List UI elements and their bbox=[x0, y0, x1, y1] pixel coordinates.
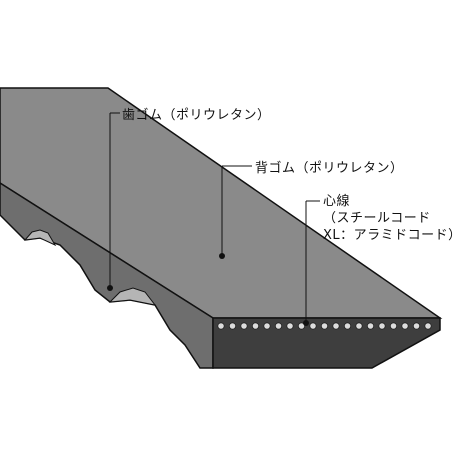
core-cord-dot bbox=[309, 322, 317, 330]
label-core-steel: （スチールコード bbox=[323, 211, 431, 226]
core-cord-dot bbox=[378, 322, 386, 330]
core-cord-dot bbox=[263, 322, 271, 330]
core-cord-dot bbox=[424, 322, 432, 330]
label-tooth-rubber: 歯ゴム（ポリウレタン） bbox=[122, 108, 271, 123]
core-cord-dot bbox=[412, 322, 421, 330]
core-cord-dot bbox=[251, 322, 260, 330]
tooth-profile bbox=[23, 229, 57, 247]
core-cord-dot bbox=[217, 322, 225, 330]
label-back-rubber: 背ゴム（ポリウレタン） bbox=[255, 161, 404, 176]
core-cord-dot bbox=[343, 322, 352, 330]
core-cords bbox=[217, 322, 432, 330]
core-cord-dot bbox=[274, 322, 283, 330]
core-cord-dot bbox=[355, 322, 363, 330]
core-cord-dot bbox=[240, 322, 248, 330]
label-core-xl: XL：アラミドコード） bbox=[323, 228, 456, 243]
leader-dot-core bbox=[303, 320, 309, 326]
leader-dot-back bbox=[219, 253, 225, 259]
core-cord-dot bbox=[297, 322, 306, 330]
core-cord-dot bbox=[286, 322, 294, 330]
core-cord-dot bbox=[332, 322, 340, 330]
belt-cross-section bbox=[212, 317, 441, 369]
core-cord-dot bbox=[401, 322, 409, 330]
leader-dot-tooth bbox=[107, 285, 113, 291]
core-cord-dot bbox=[366, 322, 375, 330]
core-cord-dot bbox=[320, 322, 329, 330]
core-cord-dot bbox=[228, 322, 237, 330]
label-core-title: 心線 bbox=[323, 194, 351, 209]
label-core-cord: 心線 （スチールコード XL：アラミドコード） bbox=[323, 193, 456, 244]
tooth-profile bbox=[108, 287, 157, 306]
core-cord-dot bbox=[389, 322, 398, 330]
